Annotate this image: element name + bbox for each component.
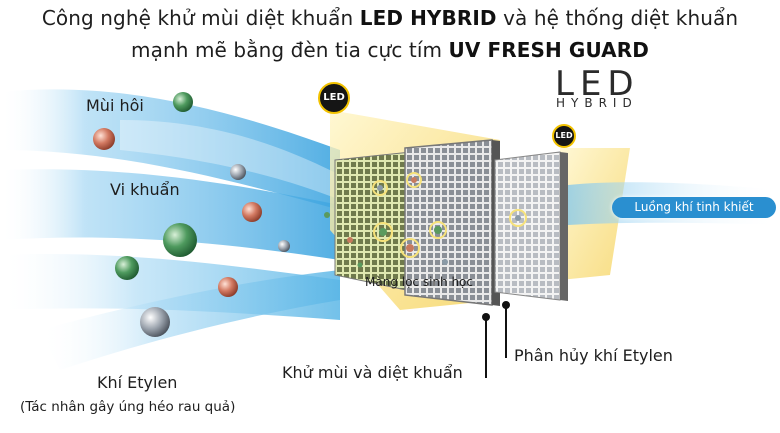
headline-line-1-prefix: Công nghệ khử mùi diệt khuẩn	[41, 6, 360, 30]
led-badge-small: LED	[552, 124, 576, 148]
headline-line-1-suffix: và hệ thống diệt khuẩn	[496, 6, 739, 30]
clean-air-tag: Luồng khí tinh khiết	[612, 197, 776, 218]
logo-hybrid-text: HYBRID	[556, 96, 638, 110]
logo-led-text: LED	[555, 64, 640, 104]
headline-line-2-prefix: mạnh mẽ bằng đèn tia cực tím	[131, 38, 449, 62]
headline-uv-fresh-guard: UV FRESH GUARD	[448, 38, 649, 62]
label-bio-filter: Màng lọc sinh học	[365, 275, 473, 289]
led-hybrid-logo: LED HYBRID	[555, 64, 657, 112]
led-badge-large: LED	[318, 82, 350, 114]
label-bacteria: Vi khuẩn	[110, 180, 180, 199]
headline-line-1: Công nghệ khử mùi diệt khuẩn LED HYBRID …	[0, 6, 780, 30]
headline-led-hybrid: LED HYBRID	[359, 6, 497, 30]
label-decompose-ethylene: Phân hủy khí Etylen	[514, 346, 673, 365]
label-ethylene: Khí Etylen	[97, 373, 178, 392]
headline-line-2: mạnh mẽ bằng đèn tia cực tím UV FRESH GU…	[0, 38, 780, 62]
label-odor: Mùi hôi	[86, 96, 144, 115]
label-ethylene-note: (Tác nhân gây úng héo rau quả)	[20, 399, 236, 415]
label-deodorize: Khử mùi và diệt khuẩn	[282, 363, 463, 382]
